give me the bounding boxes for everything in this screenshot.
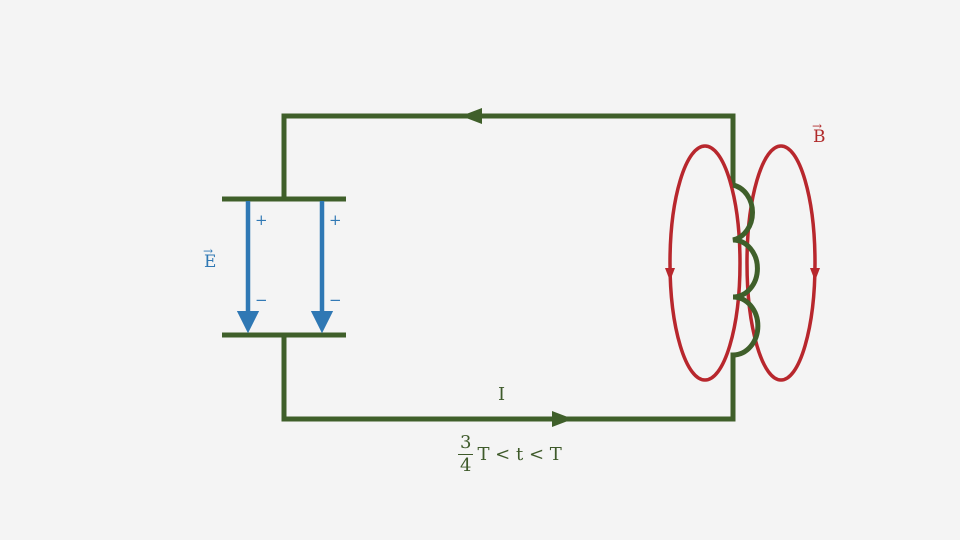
- current-label: I: [498, 384, 506, 405]
- b-field-loop-right: [745, 144, 817, 382]
- minus-sign-left: −: [255, 291, 268, 309]
- magnetic-field-label: → B: [812, 119, 826, 147]
- b-field-arrow-right: [810, 268, 820, 281]
- wire-loop: [281, 113, 736, 422]
- time-expression: T < t < T: [477, 443, 562, 465]
- electric-field-label: → E: [203, 244, 217, 272]
- capacitor: [222, 196, 346, 338]
- b-field-loop-left: [668, 144, 742, 382]
- plus-sign-left: +: [255, 211, 268, 229]
- magnetic-field-loops: [668, 144, 817, 382]
- b-field-arrow-left: [665, 268, 675, 281]
- current-arrow-top: [461, 108, 482, 124]
- fraction-numerator: 3: [458, 432, 474, 455]
- vector-arrow-icon: →: [203, 244, 213, 258]
- time-interval: 3 4 T < t < T: [458, 434, 562, 475]
- current-arrow-bottom: [552, 411, 573, 427]
- plus-sign-right: +: [329, 211, 342, 229]
- fraction-denominator: 4: [460, 455, 472, 476]
- vector-arrow-icon: →: [812, 119, 822, 133]
- electric-field-arrows: [236, 201, 334, 334]
- inductor-coil: [732, 182, 761, 358]
- minus-sign-right: −: [329, 291, 342, 309]
- fraction: 3 4: [458, 432, 474, 476]
